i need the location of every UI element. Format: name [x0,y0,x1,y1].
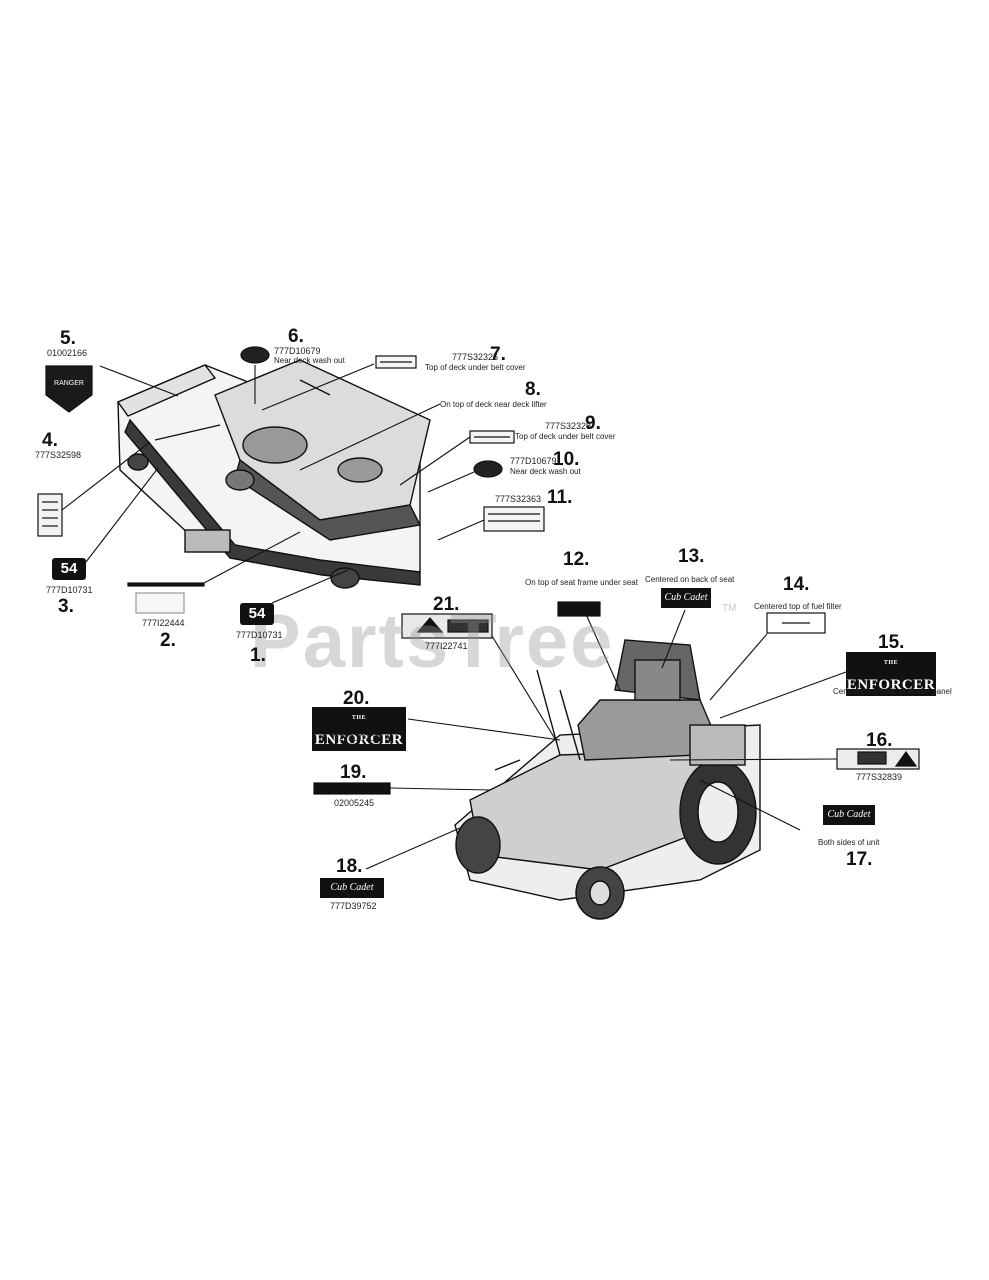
callout-desc-12: On top of seat frame under seat [525,578,638,587]
enforcer-decal-prefix: THE [351,715,367,721]
mower-illustration [454,639,761,920]
callout-number-10: 10. [553,449,580,470]
callout-number-19: 19. [340,762,367,783]
callout-number-6: 6. [288,326,304,347]
callout-part-21: 777I22741 [425,641,468,651]
enforcer-decal: THE ENFORCER [846,652,936,696]
callout-number-21: 21. [433,594,460,615]
callout-number-18: 18. [336,856,363,877]
enforcer-decal-prefix: THE [883,660,899,666]
callout-desc-6: Near deck wash out [274,356,345,365]
callout-part-18: 777D39752 [330,901,377,911]
callout-desc-8: On top of deck near deck lifter [440,400,547,409]
decal-shapes: RANGER [37,346,920,795]
callout-desc-10: Near deck wash out [510,467,581,476]
callout-number-7: 7. [490,344,506,365]
callout-desc-17: Both sides of unit [818,838,880,847]
callout-number-20: 20. [343,688,370,709]
callout-number-3: 3. [58,596,74,617]
leader-lines [61,363,847,870]
cub-cadet-decal: Cub Cadet [320,878,384,898]
deck-size-badge: 54 [240,603,274,625]
callout-number-8: 8. [525,379,541,400]
callout-part-7: 777S32326 [452,352,499,362]
callout-part-2: 777I22444 [142,618,185,628]
callout-part-19: 02005245 [334,798,375,808]
callout-part-3: 777D10731 [46,585,93,595]
callout-number-12: 12. [563,549,590,570]
callout-number-14: 14. [783,574,810,595]
callout-desc-9: Top of deck under belt cover [515,432,616,441]
enforcer-decal-text: ENFORCER [314,732,404,748]
watermark-trademark: TM [722,603,737,614]
cub-cadet-decal: Cub Cadet [661,588,711,608]
mower-deck-illustration [116,359,431,589]
callout-part-1: 777D10731 [236,630,283,640]
callout-part-20: 777D10707 [333,733,380,743]
callout-desc-14: Centered top of fuel filter [754,602,842,611]
enforcer-decal-text: ENFORCER [846,677,936,693]
callout-number-4: 4. [42,430,58,451]
callout-number-1: 1. [250,645,266,666]
callout-part-6: 777D10679 [274,346,321,356]
callout-desc-13: Centered on back of seat [645,575,735,584]
callout-number-16: 16. [866,730,893,751]
callout-desc-15: Centered on back of fender panel [833,687,952,696]
watermark: PartsTree [250,599,615,684]
callout-part-11: 777S32363 [495,494,542,504]
callout-part-10: 777D10679 [510,456,557,466]
enforcer-decal: THE ENFORCER [312,707,406,751]
callout-number-17: 17. [846,849,873,870]
callout-number-5: 5. [60,328,76,349]
callout-number-13: 13. [678,546,705,567]
callout-desc-7: Top of deck under belt cover [425,363,526,372]
callout-part-9: 777S32328 [545,421,592,431]
deck-size-badge: 54 [52,558,86,580]
cub-cadet-decal: Cub Cadet [823,805,875,825]
callout-part-5: 01002166 [47,348,88,358]
callout-part-16: 777S32839 [856,772,903,782]
svg-text:RANGER: RANGER [54,380,84,387]
callout-number-9: 9. [585,413,601,434]
callout-number-15: 15. [878,632,905,653]
callout-number-11: 11. [547,487,573,508]
callout-part-4: 777S32598 [35,450,82,460]
callout-number-2: 2. [160,630,176,651]
